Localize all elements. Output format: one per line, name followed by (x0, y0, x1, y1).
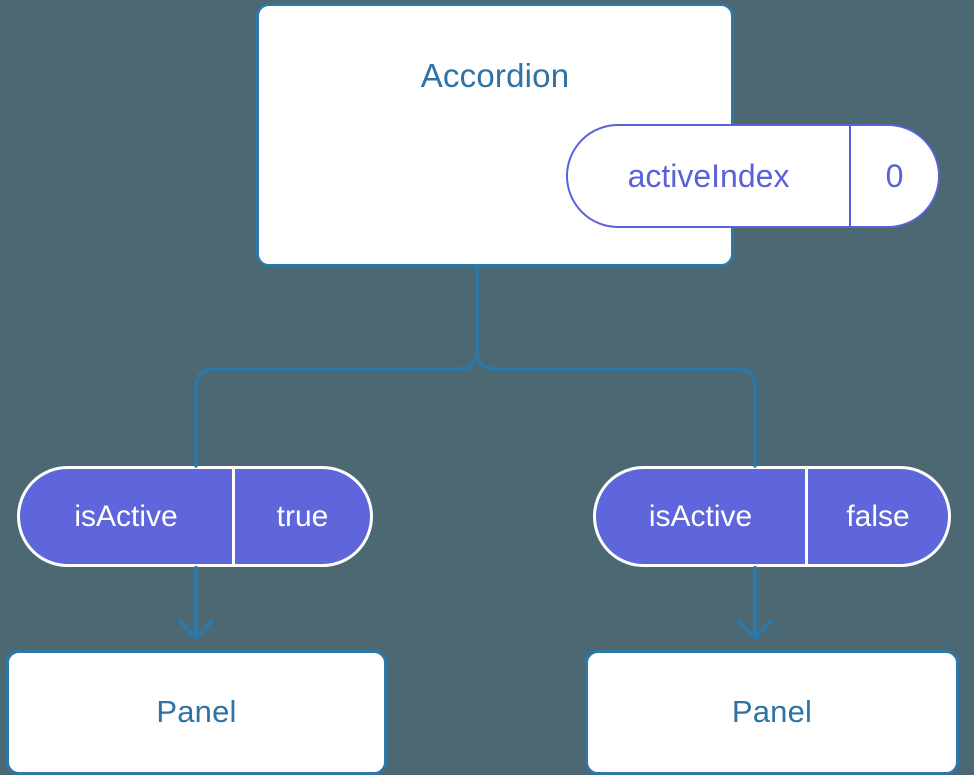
prop-pill-isactive-true[interactable]: isActive true (17, 466, 373, 567)
prop-pill-value: true (276, 499, 329, 533)
state-pill-activeindex[interactable]: activeIndex 0 (566, 124, 940, 228)
arrow-right-pill-to-panel (737, 566, 773, 640)
accordion-node[interactable]: Accordion activeIndex 0 (256, 3, 940, 267)
arrow-left-pill-to-panel (178, 566, 214, 640)
prop-pill-key: isActive (20, 469, 235, 564)
connector-accordion-to-left-pill (194, 264, 479, 468)
connector-accordion-to-right-pill (475, 264, 757, 468)
panel-node-right[interactable]: Panel (585, 650, 959, 775)
accordion-title: Accordion (420, 57, 570, 94)
prop-pill-isactive-false[interactable]: isActive false (593, 466, 951, 567)
prop-pill-key: isActive (596, 469, 808, 564)
panel-title: Panel (156, 694, 237, 729)
state-pill-value: 0 (885, 157, 904, 194)
state-pill-key: activeIndex (568, 126, 851, 226)
panel-node-left[interactable]: Panel (6, 650, 387, 775)
prop-pill-value: false (846, 499, 910, 533)
panel-title: Panel (731, 694, 813, 729)
